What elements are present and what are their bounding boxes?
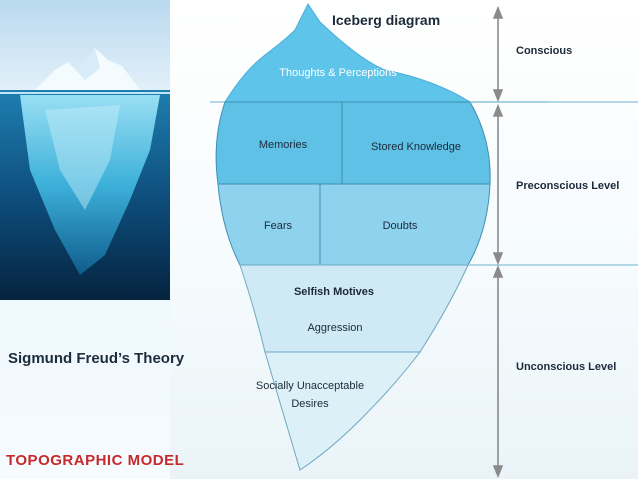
socially-unacceptable-label: Socially Unacceptable bbox=[256, 380, 364, 392]
zone-socially-unacceptable bbox=[264, 351, 422, 471]
desires-label: Desires bbox=[291, 398, 329, 410]
theory-subtitle: Sigmund Freud’s Theory bbox=[8, 350, 185, 367]
doubts-label: Doubts bbox=[383, 220, 418, 232]
zone-conscious bbox=[224, 3, 472, 103]
aggression-label: Aggression bbox=[307, 322, 362, 334]
selfish-motives-label: Selfish Motives bbox=[294, 286, 374, 298]
fears-label: Fears bbox=[264, 220, 293, 232]
level-unconscious-label: Unconscious Level bbox=[516, 361, 616, 373]
level-arrows bbox=[492, 5, 504, 479]
thoughts-label: Thoughts & Perceptions bbox=[279, 67, 397, 79]
model-label: TOPOGRAPHIC MODEL bbox=[6, 452, 185, 469]
iceberg-diagram: Thoughts & Perceptions Memories Stored K… bbox=[170, 0, 638, 479]
diagram-title: Iceberg diagram bbox=[332, 12, 441, 28]
iceberg-photo bbox=[0, 0, 175, 300]
stored-knowledge-label: Stored Knowledge bbox=[371, 141, 461, 153]
level-conscious-label: Conscious bbox=[516, 45, 572, 57]
left-panel bbox=[0, 0, 175, 479]
level-preconscious-label: Preconscious Level bbox=[516, 180, 619, 192]
memories-label: Memories bbox=[259, 139, 308, 151]
